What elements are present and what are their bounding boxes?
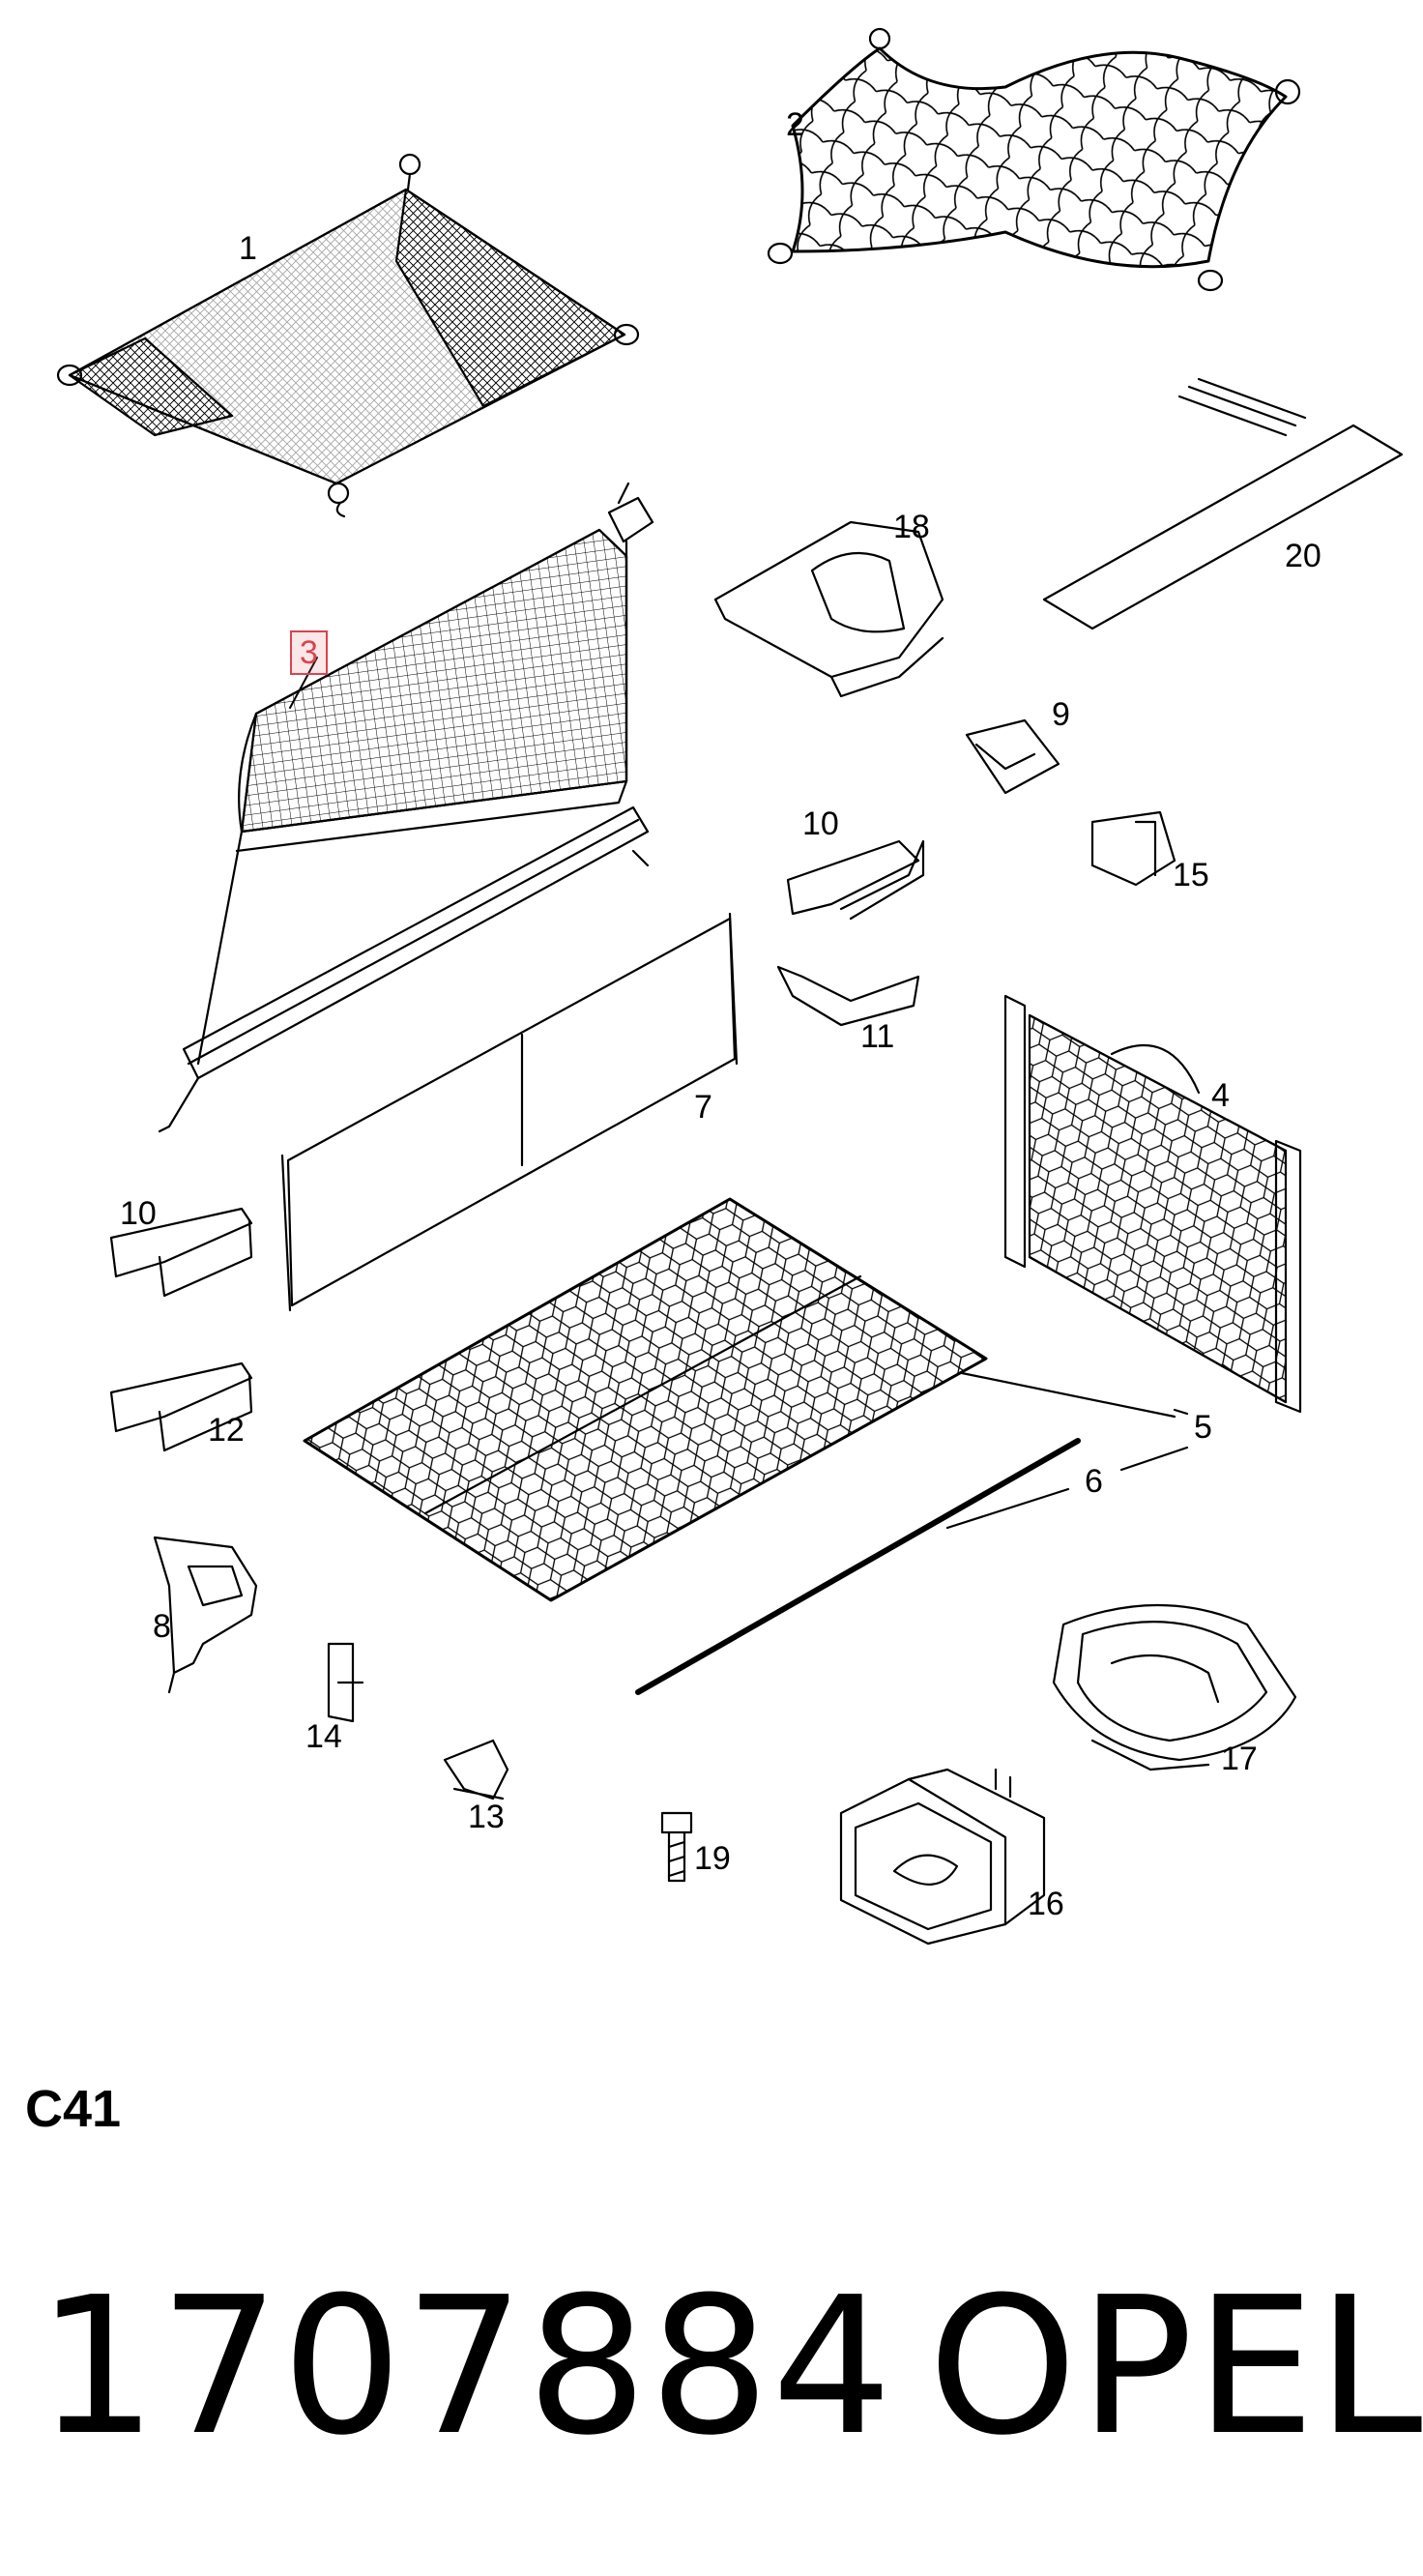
callout-1[interactable]: 1 xyxy=(239,230,257,267)
callout-9[interactable]: 9 xyxy=(1052,696,1070,733)
callout-20[interactable]: 20 xyxy=(1285,538,1321,574)
part-2-cargo-net xyxy=(767,27,1301,292)
part-8-bracket xyxy=(153,1536,258,1694)
part-10-upper-bracket xyxy=(786,839,925,921)
brand-name: OPEL xyxy=(928,2257,1423,2477)
callout-18[interactable]: 18 xyxy=(893,509,930,545)
callout-19[interactable]: 19 xyxy=(694,1840,731,1877)
callout-14[interactable]: 14 xyxy=(305,1718,342,1755)
callout-15[interactable]: 15 xyxy=(1173,857,1209,893)
part-18-cover xyxy=(713,520,944,698)
part-19-bolt xyxy=(660,1811,693,1883)
section-code: C41 xyxy=(25,2080,122,2138)
part-16-socket-box xyxy=(839,1768,1046,1946)
callout-12[interactable]: 12 xyxy=(208,1412,245,1449)
callout-11[interactable]: 11 xyxy=(860,1018,895,1055)
part-3-partition-net xyxy=(158,482,654,1133)
callout-6[interactable]: 6 xyxy=(1085,1463,1103,1500)
callout-7[interactable]: 7 xyxy=(694,1089,712,1126)
part-15-cap xyxy=(1090,810,1176,887)
part-number: 1707884 xyxy=(37,2257,894,2477)
part-7-blind xyxy=(280,912,739,1312)
part-10-lower-bracket xyxy=(109,1207,253,1298)
callout-5[interactable]: 5 xyxy=(1194,1409,1212,1446)
part-11-bracket xyxy=(776,965,920,1027)
part-20-strip xyxy=(1042,377,1404,630)
part-1-floor-net xyxy=(56,153,640,518)
callout-3-highlighted[interactable]: 3 xyxy=(290,630,328,675)
callout-16[interactable]: 16 xyxy=(1028,1886,1064,1922)
callout-10-upper[interactable]: 10 xyxy=(802,805,839,842)
leader-lines xyxy=(289,657,318,709)
part-6-rod xyxy=(635,1408,1189,1695)
part-17-storage-well xyxy=(1052,1603,1297,1771)
callout-8[interactable]: 8 xyxy=(153,1608,171,1645)
part-13-bracket xyxy=(443,1739,509,1800)
part-14-clip xyxy=(327,1642,364,1723)
callout-10-lower[interactable]: 10 xyxy=(120,1195,157,1232)
callout-4[interactable]: 4 xyxy=(1211,1077,1230,1114)
part-4-side-net xyxy=(1003,994,1302,1414)
callout-13[interactable]: 13 xyxy=(468,1799,505,1835)
part-5-floor-net xyxy=(303,1197,1176,1602)
callout-2[interactable]: 2 xyxy=(786,106,804,143)
part-12-bracket xyxy=(109,1361,253,1452)
callout-17[interactable]: 17 xyxy=(1221,1741,1258,1777)
part-9-clip xyxy=(965,718,1060,795)
